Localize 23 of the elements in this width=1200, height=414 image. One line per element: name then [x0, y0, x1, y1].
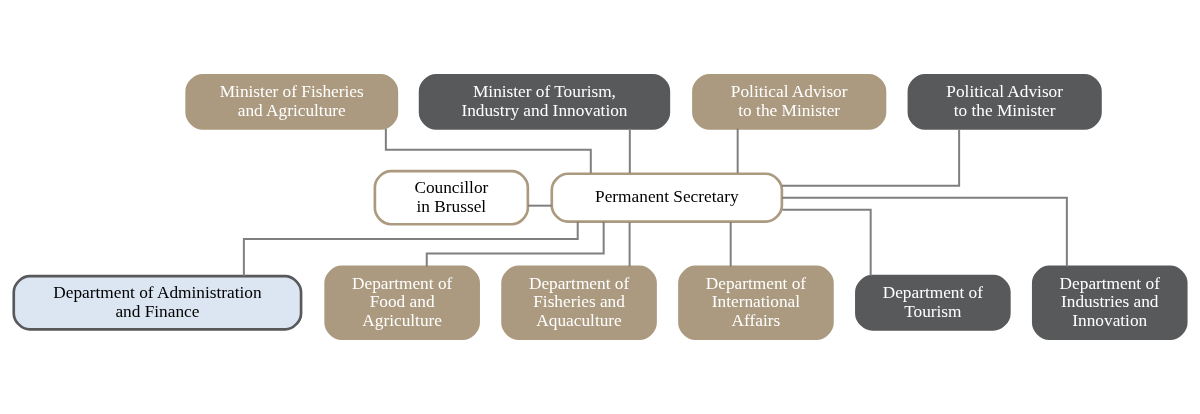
connector: [526, 204, 553, 207]
connector: [736, 127, 739, 175]
connector: [425, 220, 605, 268]
node-box: Department of Tourism: [855, 274, 1011, 331]
node-box: Political Advisor to the Minister: [907, 74, 1102, 130]
connector: [242, 220, 579, 278]
node-box: Minister of Fisheries and Agriculture: [185, 74, 399, 130]
node-box: Councillor in Brussel: [373, 169, 530, 226]
node-box: Minister of Tourism, Industry and Innovation: [418, 74, 671, 130]
node-box: Department of International Affairs: [678, 265, 834, 340]
connector: [628, 127, 631, 175]
node-box: Department of Administration and Finance: [12, 274, 303, 331]
connector: [729, 221, 732, 268]
node-box: Permanent Secretary: [550, 172, 784, 223]
node-box: Department of Food and Agriculture: [324, 265, 480, 340]
connector: [780, 127, 961, 187]
connector: [628, 221, 631, 268]
node-box: Department of Fisheries and Aquaculture: [501, 265, 657, 340]
connector: [781, 196, 1068, 268]
node-box: Political Advisor to the Minister: [692, 74, 887, 130]
connector: [384, 127, 592, 175]
connector: [781, 208, 872, 277]
node-box: Department of Industries and Innovation: [1031, 265, 1188, 340]
